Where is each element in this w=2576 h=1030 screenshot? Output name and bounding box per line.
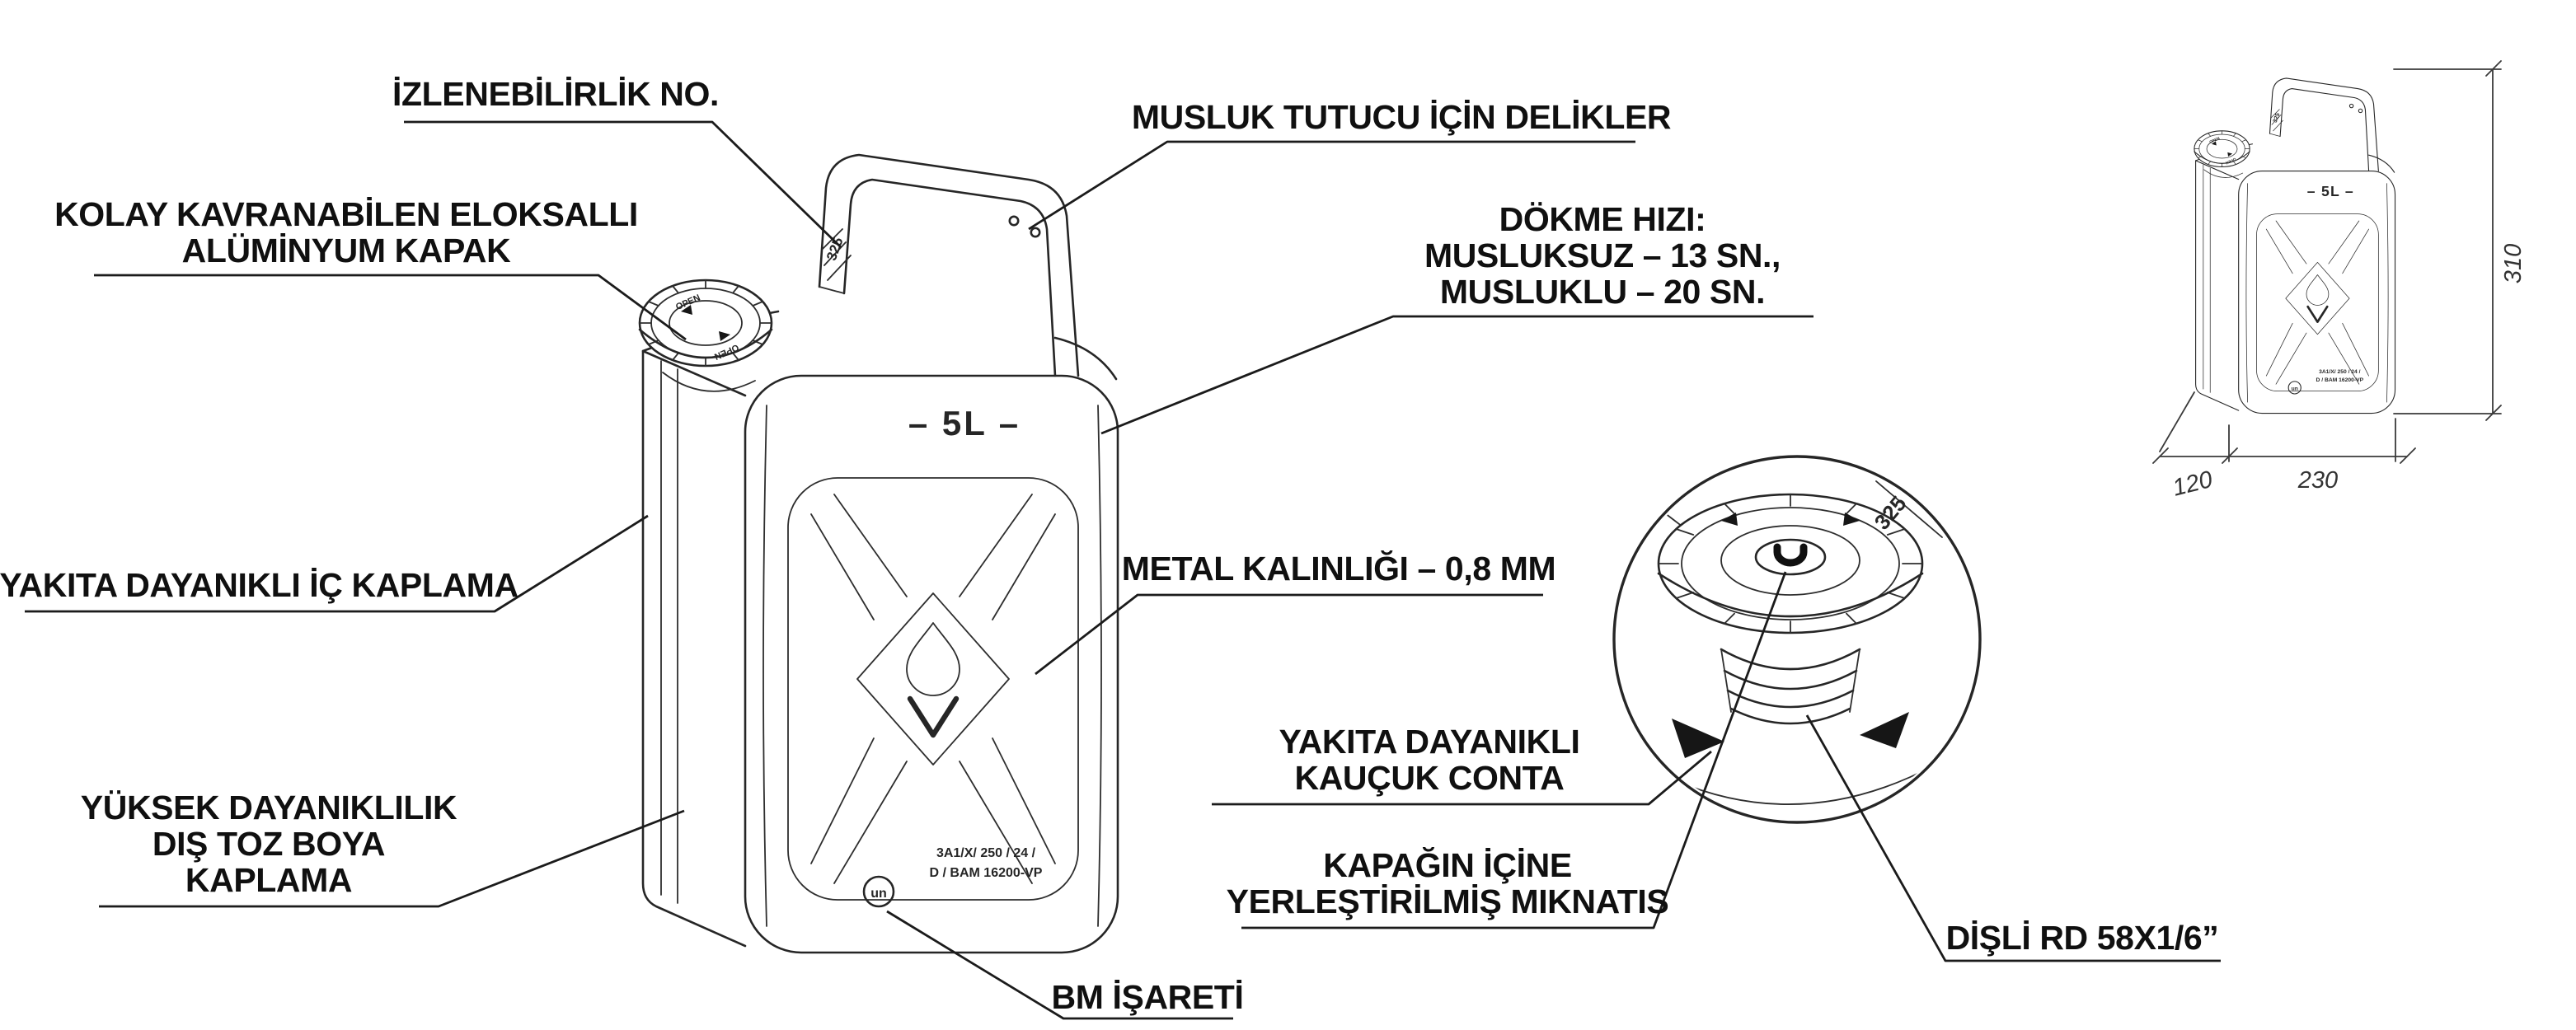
- label-magnet-line1: KAPAĞIN İÇİNE: [1323, 846, 1572, 884]
- embossed-x-pattern: [787, 477, 1079, 901]
- un-mark-text: un: [870, 887, 887, 901]
- dimension-depth: 120: [2170, 466, 2215, 502]
- handle-code-text: 325: [823, 236, 847, 263]
- label-thread: DİŞLİ RD 58X1/6”: [1946, 919, 2219, 957]
- callout-lines: [25, 120, 2221, 1020]
- label-powder-line1: YÜKSEK DAYANIKLILIK: [81, 789, 457, 826]
- leader-traceability: [404, 120, 842, 249]
- volume-marking: – 5L –: [908, 404, 1021, 442]
- label-gasket-line1: YAKITA DAYANIKLI: [1279, 723, 1580, 761]
- tap-holder-hole: [1030, 227, 1041, 238]
- magnet-horseshoe: [1773, 543, 1808, 567]
- label-pour-line2: MUSLUKSUZ – 13 SN.,: [1424, 236, 1781, 274]
- cap-arrow-icon: [681, 305, 692, 315]
- can-front-face: [744, 374, 1119, 954]
- label-cap-line2: ALÜMİNYUM KAPAK: [182, 232, 511, 269]
- certification-markings: 3A1/X/ 250 / 24 / D / BAM 16200-VP un: [862, 846, 1043, 908]
- cert-line-1: 3A1/X/ 250 / 24 /: [936, 846, 1036, 860]
- tap-holder-hole: [1008, 215, 1020, 227]
- detail-threads: [1720, 648, 1861, 725]
- dimension-width: 230: [2297, 467, 2338, 494]
- leader-gasket: [1212, 750, 1712, 806]
- label-pour-line1: DÖKME HIZI:: [1499, 200, 1706, 238]
- leader-inner-coating: [25, 514, 649, 613]
- leader-bm-mark: [886, 910, 1233, 1020]
- un-mark-circle: [862, 875, 895, 908]
- label-metal-thickness: METAL KALINLIĞI – 0,8 MM: [1122, 550, 1555, 588]
- dimension-height: 310: [2500, 244, 2527, 283]
- cap-arrow-icon: [719, 331, 730, 341]
- small-jerry-can-view: [2193, 77, 2396, 414]
- can-cap: OPEN OPEN: [638, 279, 773, 368]
- label-pour-line3: MUSLUKLU – 20 SN.: [1440, 273, 1765, 311]
- leader-powder-coating: [99, 809, 685, 908]
- leader-magnet: [1241, 571, 1787, 929]
- label-magnet-line2: YERLEŞTİRİLMİŞ MIKNATIS: [1227, 883, 1669, 920]
- gasket-wedge: [1860, 712, 1909, 748]
- gasket-wedge: [1672, 719, 1724, 758]
- fuel-drop-icon: [906, 622, 960, 738]
- jerry-can-drawing: 325 OPEN OPEN: [638, 153, 1119, 954]
- detail-cap-arrow-icon: [1721, 513, 1738, 526]
- callout-labels: İZLENEBİLİRLİK NO. MUSLUK TUTUCU İÇİN DE…: [0, 75, 2219, 1016]
- dimension-lines: 310 120 230: [2152, 60, 2527, 502]
- leader-metal-thickness: [1035, 593, 1543, 676]
- can-side-face: [641, 349, 747, 948]
- cap-detail-view: 325: [1612, 455, 1982, 824]
- label-gasket-line2: KAUÇUK CONTA: [1295, 759, 1565, 797]
- label-bm-mark: BM İŞARETİ: [1052, 978, 1244, 1016]
- label-powder-line2: DIŞ TOZ BOYA: [152, 825, 385, 863]
- label-tap-holes: MUSLUK TUTUCU İÇİN DELİKLER: [1132, 98, 1671, 136]
- leader-cap: [94, 274, 687, 341]
- label-inner-coating: YAKITA DAYANIKLI İÇ KAPLAMA: [0, 566, 518, 604]
- cert-line-2: D / BAM 16200-VP: [930, 866, 1043, 880]
- label-traceability: İZLENEBİLİRLİK NO.: [392, 75, 719, 113]
- label-powder-line3: KAPLAMA: [185, 861, 352, 899]
- label-cap-line1: KOLAY KAVRANABİLEN ELOKSALLI: [54, 195, 638, 233]
- can-handle: 325: [818, 153, 1080, 377]
- detail-cap-top: [1657, 493, 1924, 634]
- detail-cap-arrow-icon: [1843, 513, 1860, 526]
- leader-thread: [1805, 714, 2221, 962]
- leader-pour-rate: [1100, 315, 1814, 435]
- top-ridge-right: [1053, 336, 1118, 381]
- cap-neck: [662, 372, 756, 392]
- leader-tap-holes: [1028, 140, 1635, 231]
